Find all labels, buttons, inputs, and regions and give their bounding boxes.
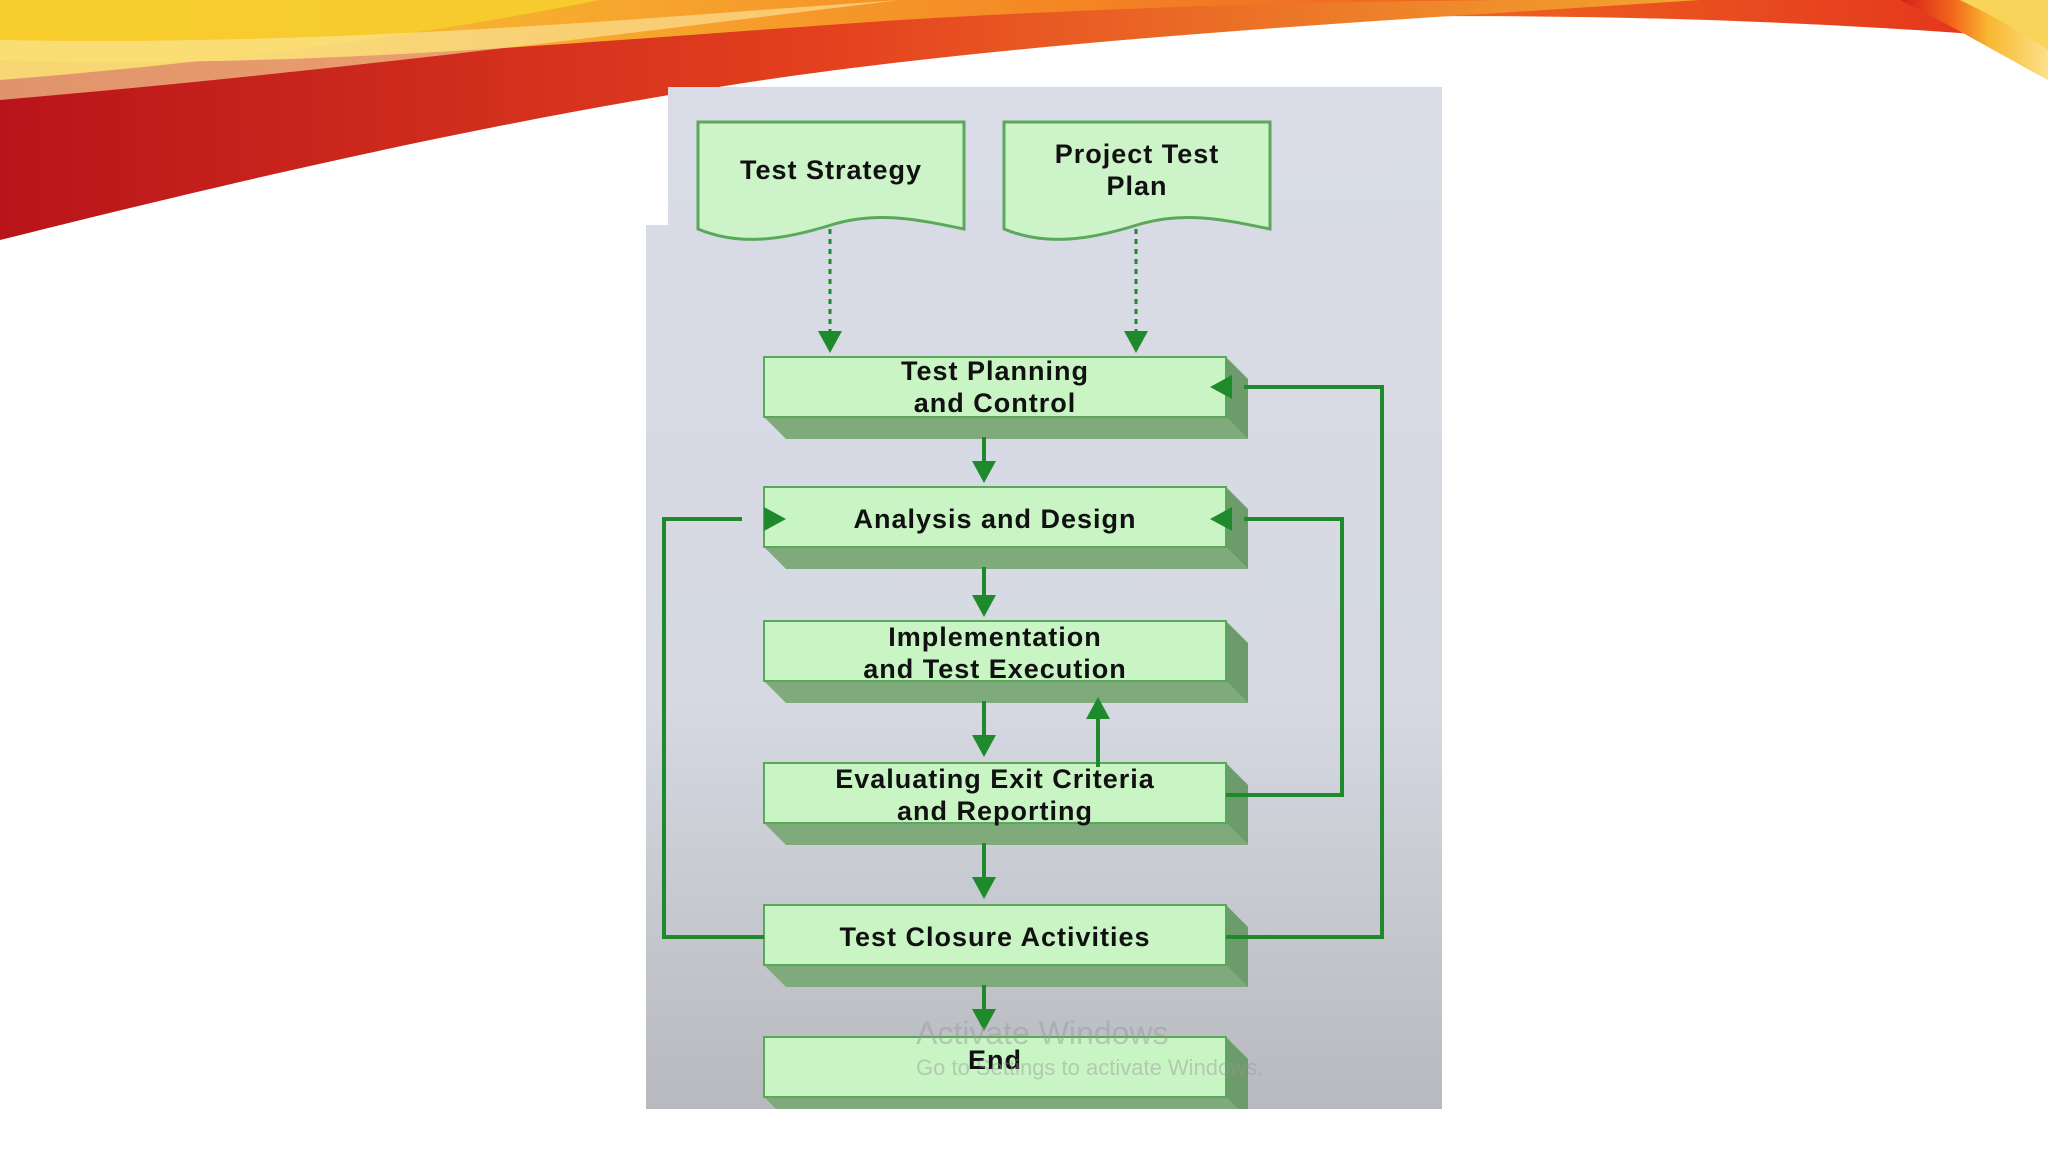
step-label-analysis-design: Analysis and Design bbox=[853, 504, 1137, 534]
loop-evaluating-to-analysis bbox=[1226, 517, 1344, 797]
input-label-test-strategy: Test Strategy bbox=[739, 155, 923, 185]
panel-background bbox=[646, 87, 1442, 1109]
dotted-arrowhead-plan bbox=[1124, 331, 1148, 353]
step-box-end bbox=[763, 1036, 1248, 1109]
dotted-arrowhead-strategy bbox=[818, 331, 842, 353]
step-box-analysis-design bbox=[763, 486, 1248, 569]
step-label-end: End bbox=[968, 1045, 1022, 1075]
step-label-test-planning: Test Planning and Control bbox=[900, 356, 1089, 418]
step-label-test-closure: Test Closure Activities bbox=[839, 922, 1151, 952]
flowchart-panel: Test Strategy Project Test Plan Test Pla… bbox=[646, 87, 1442, 1109]
watermark-title: Activate Windows bbox=[916, 1015, 1169, 1051]
flowchart bbox=[646, 87, 1442, 1109]
decorative-swoosh bbox=[0, 0, 2048, 240]
step-label-evaluating: Evaluating Exit Criteria and Reporting bbox=[835, 764, 1155, 826]
step-box-evaluating bbox=[763, 762, 1248, 845]
step-box-implementation bbox=[763, 620, 1248, 703]
step-label-implementation: Implementation and Test Execution bbox=[863, 622, 1127, 684]
loop-closure-to-analysis bbox=[662, 517, 764, 939]
watermark-subtitle: Go to Settings to activate Windows. bbox=[916, 1055, 1264, 1080]
input-doc-test-strategy bbox=[696, 120, 966, 241]
input-doc-project-test-plan bbox=[1002, 120, 1272, 241]
loop-closure-to-planning bbox=[1226, 385, 1384, 939]
input-label-project-test-plan: Project Test Plan bbox=[1054, 139, 1220, 201]
arrowheads bbox=[764, 375, 1232, 1031]
arrows bbox=[662, 385, 1384, 1015]
